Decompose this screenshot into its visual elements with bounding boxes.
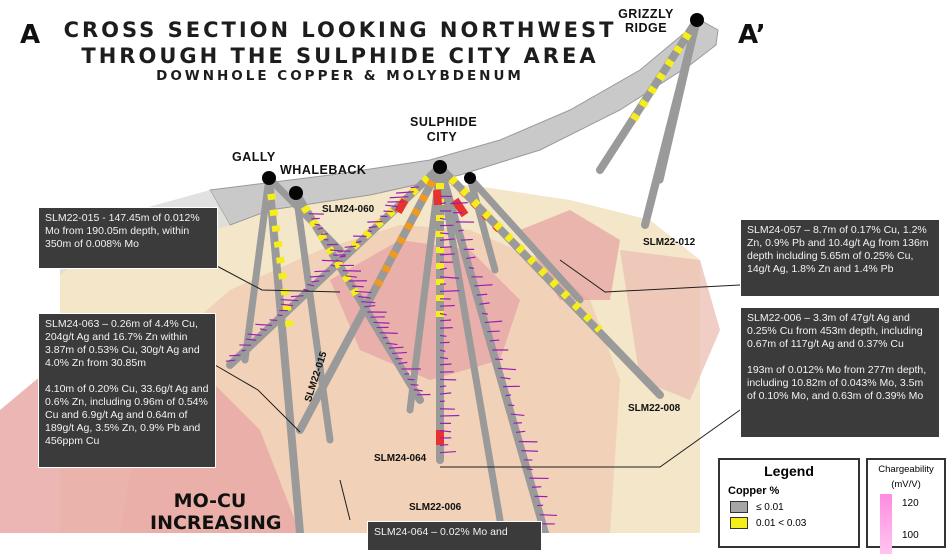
- section-end-a: A: [20, 20, 40, 50]
- mo-spike: [374, 322, 390, 323]
- callout-text: SLM22-006 – 3.3m of 47g/t Ag and 0.25% C…: [747, 312, 933, 351]
- title-line-3: DOWNHOLE COPPER & MOLYBDENUM: [60, 68, 620, 84]
- mo-spike: [461, 239, 473, 240]
- legend-subtitle: Copper %: [728, 485, 858, 497]
- chargeability-color-bar: [880, 494, 892, 554]
- chargeability-tick: 120: [902, 498, 919, 509]
- site-label-grizzly-ridge: GRIZZLY RIDGE: [614, 7, 678, 35]
- legend-item: ≤ 0.01: [730, 501, 858, 513]
- callout-slm24-063: SLM24-063 – 0.26m of 4.4% Cu, 204g/t Ag …: [38, 313, 216, 468]
- mo-spike: [440, 386, 446, 387]
- legend-item-label: 0.01 < 0.03: [756, 518, 806, 529]
- callout-slm24-064: SLM24-064 – 0.02% Mo and: [367, 521, 542, 551]
- collar-whaleback: [289, 186, 303, 200]
- callout-slm22-006: SLM22-006 – 3.3m of 47g/t Ag and 0.25% C…: [740, 307, 940, 438]
- mo-spike: [229, 355, 240, 356]
- collar-gally: [262, 171, 276, 185]
- legend-swatch: [730, 501, 748, 513]
- cu-high-interval: [437, 190, 438, 205]
- title-line-2: THROUGH THE SULPHIDE CITY AREA: [60, 44, 620, 68]
- hole-label-slm22-012: SLM22-012: [643, 237, 695, 248]
- mo-spike: [508, 405, 514, 406]
- mo-spike: [482, 313, 488, 314]
- mo-spike: [440, 306, 455, 307]
- mo-spike: [314, 271, 329, 272]
- callout-text: SLM22-015 - 147.45m of 0.012% Mo from 19…: [45, 212, 211, 251]
- chargeability-unit: (mV/V): [868, 479, 944, 490]
- callout-slm22-015: SLM22-015 - 147.45m of 0.012% Mo from 19…: [38, 207, 218, 269]
- callout-text: SLM24-063 – 0.26m of 4.4% Cu, 204g/t Ag …: [45, 318, 209, 370]
- mo-spike: [540, 515, 557, 516]
- legend-item: 0.01 < 0.03: [730, 517, 858, 529]
- hole-label-slm22-006: SLM22-006: [409, 502, 461, 513]
- mo-spike: [527, 469, 533, 470]
- callout-text: 4.10m of 0.20% Cu, 33.6g/t Ag and 0.6% Z…: [45, 383, 209, 448]
- mo-spike: [242, 350, 246, 351]
- collar-grizzly-ridge: [690, 13, 704, 27]
- site-label-whaleback: WHALEBACK: [280, 163, 366, 177]
- title-line-1: CROSS SECTION LOOKING NORTHWEST: [60, 18, 620, 42]
- mo-spike: [440, 233, 449, 234]
- mo-spike: [440, 364, 452, 365]
- mo-spike: [411, 187, 419, 188]
- mo-spike: [321, 234, 328, 235]
- chargeability-scale: Chargeability (mV/V) 120 100: [866, 458, 946, 548]
- section-end-a-prime: A’: [738, 20, 766, 50]
- legend-title: Legend: [720, 463, 858, 479]
- zone-label-line-2: INCREASING: [150, 512, 270, 534]
- mo-spike: [367, 221, 382, 222]
- mo-spike: [521, 451, 538, 452]
- mo-spike: [440, 416, 459, 417]
- hole-label-slm24-064: SLM24-064: [374, 453, 426, 464]
- legend-swatch: [730, 517, 748, 529]
- mo-spike: [352, 286, 364, 287]
- zone-label-line-1: MO-CU: [150, 490, 270, 512]
- hole-label-slm24-060: SLM24-060: [322, 204, 374, 215]
- collar-sulphide-city: [433, 160, 447, 174]
- legend-item-label: ≤ 0.01: [756, 502, 784, 513]
- mo-spike: [477, 294, 487, 295]
- chargeability-title: Chargeability: [868, 464, 944, 475]
- collar-sulphide-city-2: [464, 172, 476, 184]
- mo-spike: [411, 384, 419, 385]
- mo-spike: [440, 247, 452, 248]
- mo-spike: [380, 333, 398, 334]
- mo-spike: [490, 340, 500, 341]
- chargeability-tick: 100: [902, 530, 919, 541]
- mo-spike: [440, 445, 448, 446]
- site-label-sulphide-city: SULPHIDE CITY: [410, 115, 474, 145]
- mo-spike: [270, 320, 278, 321]
- mo-spike: [440, 203, 446, 204]
- mo-spike: [469, 268, 474, 269]
- legend-box: Legend Copper % ≤ 0.01 0.01 < 0.03: [718, 458, 860, 548]
- hole-label-slm22-008: SLM22-008: [628, 403, 680, 414]
- mo-spike: [343, 271, 362, 272]
- mo-spike: [440, 320, 451, 321]
- site-label-gally: GALLY: [232, 150, 276, 164]
- cross-section-figure: CROSS SECTION LOOKING NORTHWEST THROUGH …: [0, 0, 950, 533]
- mo-spike: [487, 331, 500, 332]
- callout-text: 193m of 0.012% Mo from 277m depth, inclu…: [747, 364, 933, 403]
- callout-text: SLM24-057 – 8.7m of 0.17% Cu, 1.2% Zn, 0…: [747, 224, 933, 276]
- mo-spike: [440, 328, 453, 329]
- callout-slm24-057: SLM24-057 – 8.7m of 0.17% Cu, 1.2% Zn, 0…: [740, 219, 940, 297]
- mo-spike: [440, 335, 446, 336]
